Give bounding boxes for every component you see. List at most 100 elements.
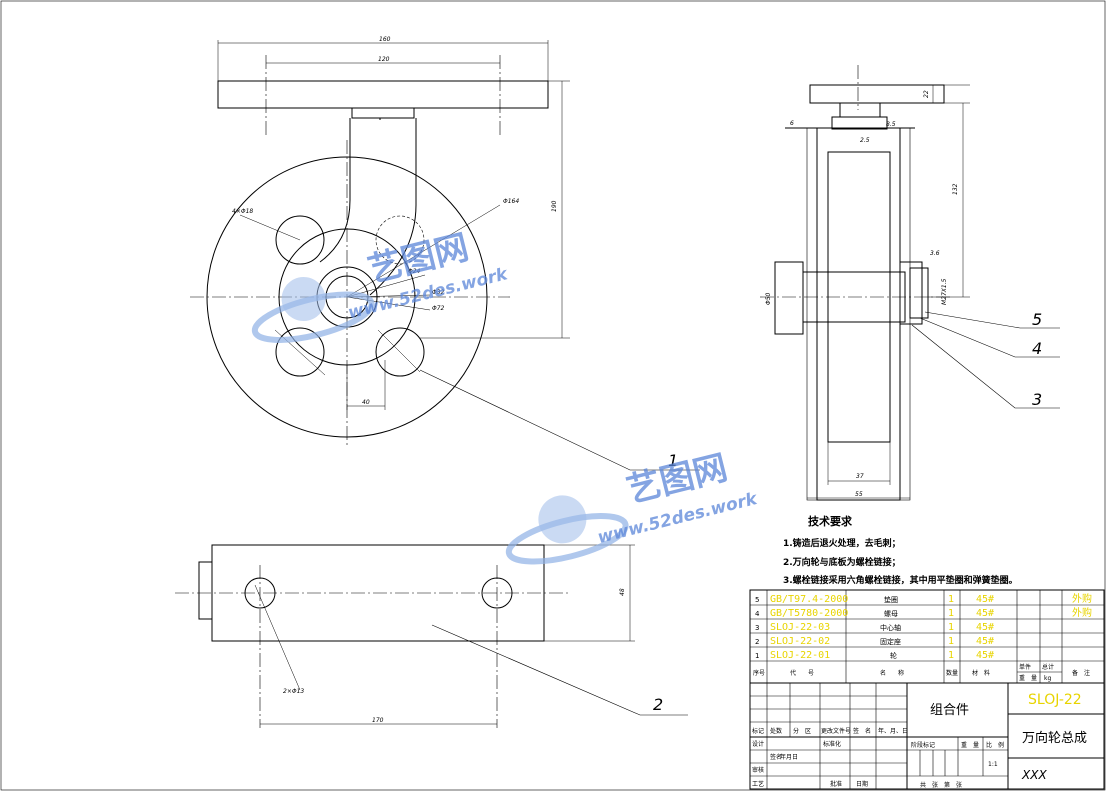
bom-header-qty: 数量 [946, 669, 958, 677]
front-view: 160 120 4×Φ18 Φ164 Φ24 Φ32 [190, 36, 700, 471]
bom-row-5-name: 垫圈 [884, 595, 898, 604]
bom-row-5-note: 外购 [1072, 592, 1092, 605]
bom-row-5-no: 5 [755, 596, 759, 604]
bom-row-5-mat: 45# [976, 594, 994, 605]
bom-row-4-qty: 1 [948, 608, 954, 619]
bom-row-4-no: 4 [755, 610, 760, 618]
rev-header-date: 年、月、日 [878, 727, 908, 735]
bom-row-1-mat: 45# [976, 650, 994, 661]
dim-wheel-width: 37 [856, 473, 864, 480]
title-block: 组合件 SLOJ-22 万向轮总成 XXX 标记 处数 分 区 更改文件号 签 … [749, 682, 1105, 790]
bom-header-unit: kg [1044, 675, 1051, 682]
role-approve-date: 日期 [856, 780, 868, 788]
bom-header-mat: 材 料 [972, 669, 990, 677]
title-drawing-name: 万向轮总成 [1022, 730, 1087, 746]
balloon-4: 4 [1032, 339, 1042, 358]
dim-plan-height: 48 [619, 588, 626, 596]
dim-side-top: 22 [923, 90, 930, 98]
bom-row-2-code: SLOJ-22-02 [770, 636, 830, 647]
dim-side-hub: Φ50 [765, 292, 772, 305]
bom-header-note: 备 注 [1072, 669, 1090, 677]
bom-header-name: 名 称 [880, 669, 904, 677]
dim-bolt-spacing: 120 [378, 56, 390, 63]
plan-view: 48 170 2×Φ13 2 [175, 544, 688, 728]
bom-row-4-code: GB/T5780-2000 [770, 608, 848, 619]
stage-header-weight: 重 量 [961, 741, 979, 749]
dim-plan-width: 170 [372, 717, 384, 724]
role-date: 年月日 [780, 753, 798, 761]
rev-header-zone: 分 区 [793, 727, 811, 735]
dim-plan-holes: 2×Φ13 [283, 688, 304, 695]
dim-side-nut: 8.5 [886, 121, 896, 128]
dim-side-axle: 3.6 [930, 250, 940, 257]
role-sign: 签名 [770, 753, 782, 761]
dim-offset: 40 [362, 399, 370, 406]
bom-row-1-code: SLOJ-22-01 [770, 650, 830, 661]
bom-header-weight: 重 量 [1019, 674, 1037, 682]
dim-side-thread: M27X1.5 [941, 278, 948, 305]
bom-header-single: 单件 [1019, 663, 1031, 671]
title-company: XXX [1021, 768, 1047, 782]
bom-header-code: 代 号 [790, 669, 814, 677]
rev-header-count: 处数 [770, 727, 782, 735]
dim-dia-72: Φ72 [432, 305, 445, 312]
dim-dia-32: Φ32 [432, 289, 445, 296]
logo-globe-icon [538, 495, 587, 544]
title-assembly-label: 组合件 [930, 703, 969, 718]
balloon-5: 5 [1032, 310, 1042, 329]
bom-row-1-no: 1 [755, 652, 759, 660]
dim-overall-width: 55 [855, 491, 863, 498]
tech-req-item-2: 2.万向轮与底板为螺栓链接； [783, 556, 901, 568]
watermark-bottom: 艺图网 www.52des.work [505, 448, 761, 565]
role-standard: 标准化 [823, 740, 841, 748]
bom-header-no: 序号 [753, 669, 765, 677]
side-view: 22 132 6 2.5 8.5 Φ50 3.6 M27X1.5 37 55 5… [760, 65, 1060, 501]
balloon-3: 3 [1032, 390, 1042, 409]
bom-header-total: 总计 [1042, 663, 1054, 671]
stage-header-scale: 比 例 [986, 741, 1004, 749]
logo-globe-icon [281, 277, 326, 322]
bom-row-4-mat: 45# [976, 608, 994, 619]
dim-side-rise: 132 [952, 183, 959, 195]
tech-req-item-3: 3.螺栓链接采用六角螺栓链接，其中用平垫圈和弹簧垫圈。 [783, 574, 1018, 586]
title-scale: 1:1 [988, 761, 998, 768]
bom-row-2-name: 固定座 [880, 637, 901, 646]
technical-requirements: 技术要求 1.铸造后退火处理，去毛刺； 2.万向轮与底板为螺栓链接； 3.螺栓链… [783, 514, 1018, 586]
stage-header-mark: 阶段标记 [911, 741, 935, 749]
bom-row-3-mat: 45# [976, 622, 994, 633]
tech-req-item-1: 1.铸造后退火处理，去毛刺； [783, 537, 901, 549]
balloon-1: 1 [668, 451, 678, 470]
rev-header-mark: 标记 [752, 727, 764, 735]
bom-row-3-code: SLOJ-22-03 [770, 622, 830, 633]
rev-header-sign: 签 名 [853, 727, 871, 735]
dim-base-width: 160 [379, 36, 391, 43]
role-process: 工艺 [752, 780, 764, 788]
rev-header-file: 更改文件号 [821, 727, 851, 735]
tech-req-title: 技术要求 [808, 514, 853, 528]
dim-total-height: 190 [551, 200, 558, 212]
bom-row-4-name: 螺母 [884, 609, 898, 618]
bom-row-2-mat: 45# [976, 636, 994, 647]
bom-table: 5 GB/T97.4-2000 垫圈 1 45# 外购 4 GB/T5780-2… [749, 589, 1105, 684]
bom-row-3-qty: 1 [948, 622, 954, 633]
title-drawing-code: SLOJ-22 [1028, 692, 1082, 708]
bom-row-4-note: 外购 [1072, 606, 1092, 619]
bom-row-2-no: 2 [755, 638, 759, 646]
role-review: 审核 [752, 766, 764, 774]
dim-bolt-holes: 4×Φ18 [232, 208, 253, 215]
bom-row-5-qty: 1 [948, 594, 954, 605]
dim-dia-24: Φ24 [408, 268, 421, 275]
dim-side-washer: 2.5 [860, 137, 870, 144]
dim-dia-164: Φ164 [503, 198, 519, 205]
bom-row-3-no: 3 [755, 624, 759, 632]
dim-side-plate: 6 [790, 120, 794, 127]
title-sheet: 共 张 第 张 [920, 781, 962, 789]
bom-row-3-name: 中心轴 [880, 623, 901, 632]
bom-row-2-qty: 1 [948, 636, 954, 647]
bom-row-1-qty: 1 [948, 650, 954, 661]
role-approve: 批准 [830, 780, 842, 788]
bom-row-1-name: 轮 [890, 651, 897, 660]
role-design: 设计 [752, 740, 764, 748]
